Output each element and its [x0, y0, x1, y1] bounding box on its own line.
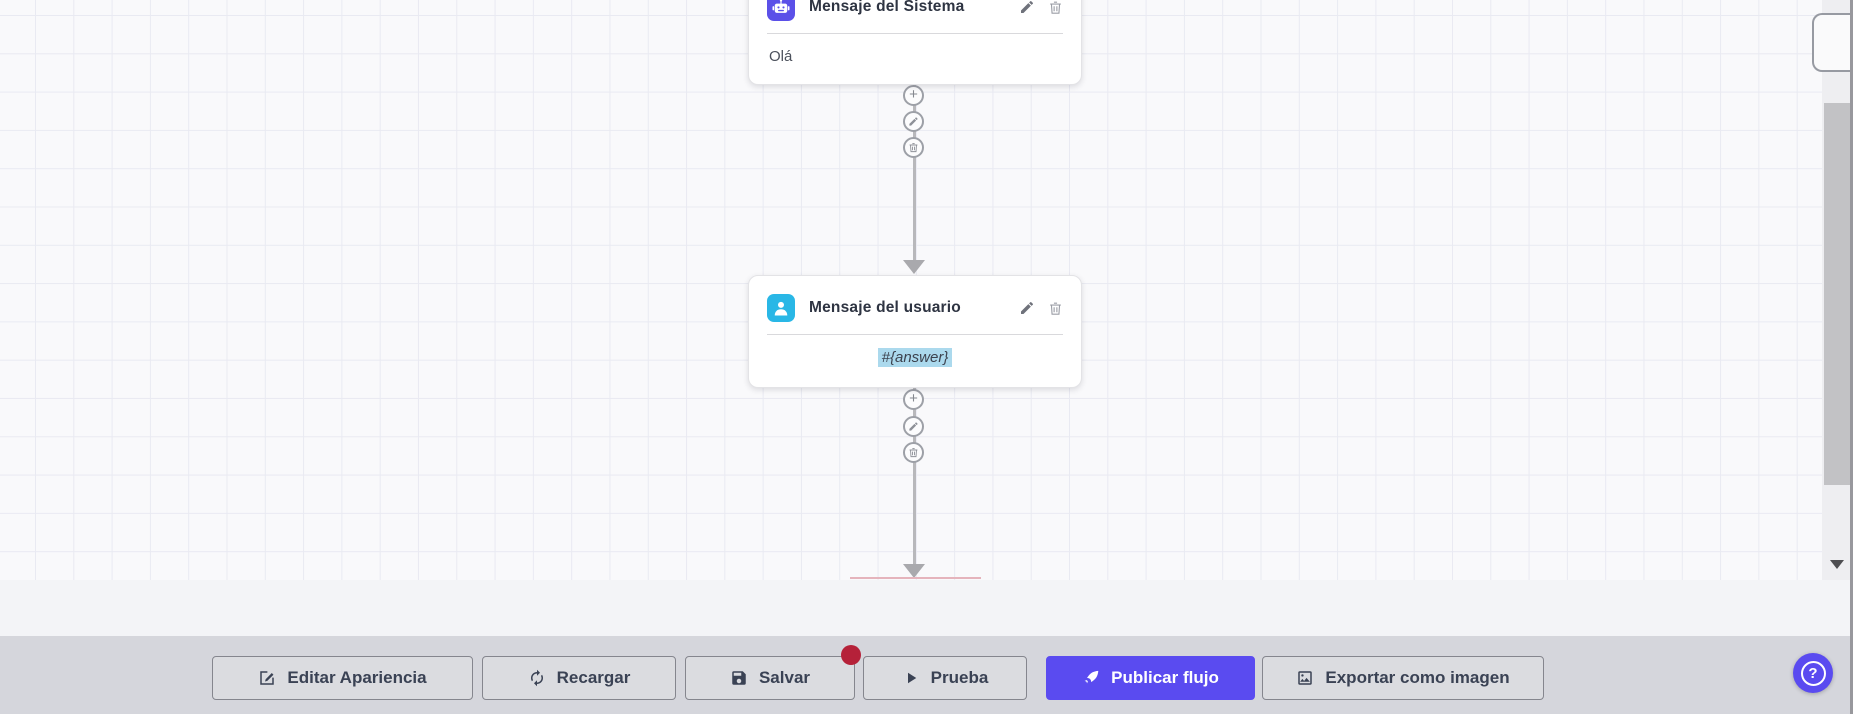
- play-icon: [907, 672, 916, 684]
- edit-step-button[interactable]: [903, 110, 924, 132]
- node-divider: [767, 33, 1063, 34]
- button-label: Prueba: [930, 668, 989, 687]
- edit-node-icon[interactable]: [1019, 300, 1035, 316]
- connector-line: [913, 387, 916, 564]
- trash-icon: [909, 447, 918, 457]
- rocket-icon: [1084, 670, 1099, 684]
- edit-appearance-button[interactable]: Editar Apariencia: [212, 656, 473, 700]
- node-header: Mensaje del usuario: [749, 276, 1081, 334]
- test-button[interactable]: Prueba: [863, 656, 1027, 700]
- pencil-icon: [909, 421, 918, 431]
- edit-square-icon: [260, 671, 275, 685]
- delete-step-button[interactable]: [903, 441, 924, 463]
- button-label: Salvar: [758, 668, 811, 687]
- save-icon: [732, 671, 746, 685]
- cutoff-side-panel: [1812, 13, 1853, 72]
- export-image-button[interactable]: Exportar como imagen: [1262, 656, 1544, 700]
- button-label: Recargar: [556, 668, 631, 687]
- delete-node-icon[interactable]: [1048, 301, 1063, 316]
- variable-chip[interactable]: #{answer}: [877, 348, 953, 367]
- plus-icon: +: [909, 86, 918, 103]
- node-user-message[interactable]: Mensaje del usuario #{answer}: [748, 275, 1082, 388]
- flow-canvas[interactable]: Mensaje del Sistema Olá +: [0, 0, 1853, 580]
- canvas-margin: [0, 580, 1853, 636]
- node-message-text[interactable]: #{answer}: [749, 335, 1081, 387]
- button-label: Publicar flujo: [1111, 668, 1219, 687]
- add-step-button[interactable]: +: [903, 84, 924, 106]
- publish-flow-button[interactable]: Publicar flujo: [1046, 656, 1255, 700]
- next-node-top-edge: [850, 577, 981, 579]
- node-divider: [767, 334, 1063, 335]
- robot-icon: [767, 0, 795, 21]
- edit-node-icon[interactable]: [1019, 0, 1035, 15]
- node-message-text[interactable]: Olá: [769, 48, 793, 65]
- button-label: Editar Apariencia: [287, 668, 427, 687]
- scroll-down-arrow-icon[interactable]: [1830, 560, 1844, 569]
- edit-step-button[interactable]: [903, 415, 924, 437]
- delete-step-button[interactable]: [903, 136, 924, 158]
- node-system-message[interactable]: Mensaje del Sistema Olá: [748, 0, 1082, 85]
- question-mark-icon: ?: [1800, 660, 1826, 686]
- button-label: Exportar como imagen: [1325, 668, 1510, 687]
- connector-arrowhead-icon: [903, 564, 925, 578]
- node-header: Mensaje del Sistema: [749, 0, 1081, 33]
- plus-icon: +: [909, 390, 918, 407]
- save-button[interactable]: Salvar: [685, 656, 855, 700]
- connector-arrowhead-icon: [903, 260, 925, 274]
- node-title: Mensaje del Sistema: [809, 0, 965, 15]
- trash-icon: [909, 142, 918, 152]
- add-step-button[interactable]: +: [903, 388, 924, 410]
- help-button[interactable]: ?: [1793, 653, 1833, 693]
- vertical-scrollbar-thumb[interactable]: [1824, 103, 1850, 485]
- image-icon: [1298, 671, 1313, 685]
- connector-line: [913, 82, 916, 260]
- unsaved-changes-badge: [841, 645, 861, 665]
- bottom-toolbar: Editar Apariencia Recargar Salvar Prueba: [0, 636, 1853, 714]
- pencil-icon: [909, 116, 918, 126]
- user-icon: [767, 294, 795, 322]
- reload-button[interactable]: Recargar: [482, 656, 676, 700]
- refresh-icon: [530, 669, 543, 687]
- window-right-edge: [1850, 0, 1853, 714]
- delete-node-icon[interactable]: [1048, 0, 1063, 15]
- node-title: Mensaje del usuario: [809, 299, 961, 316]
